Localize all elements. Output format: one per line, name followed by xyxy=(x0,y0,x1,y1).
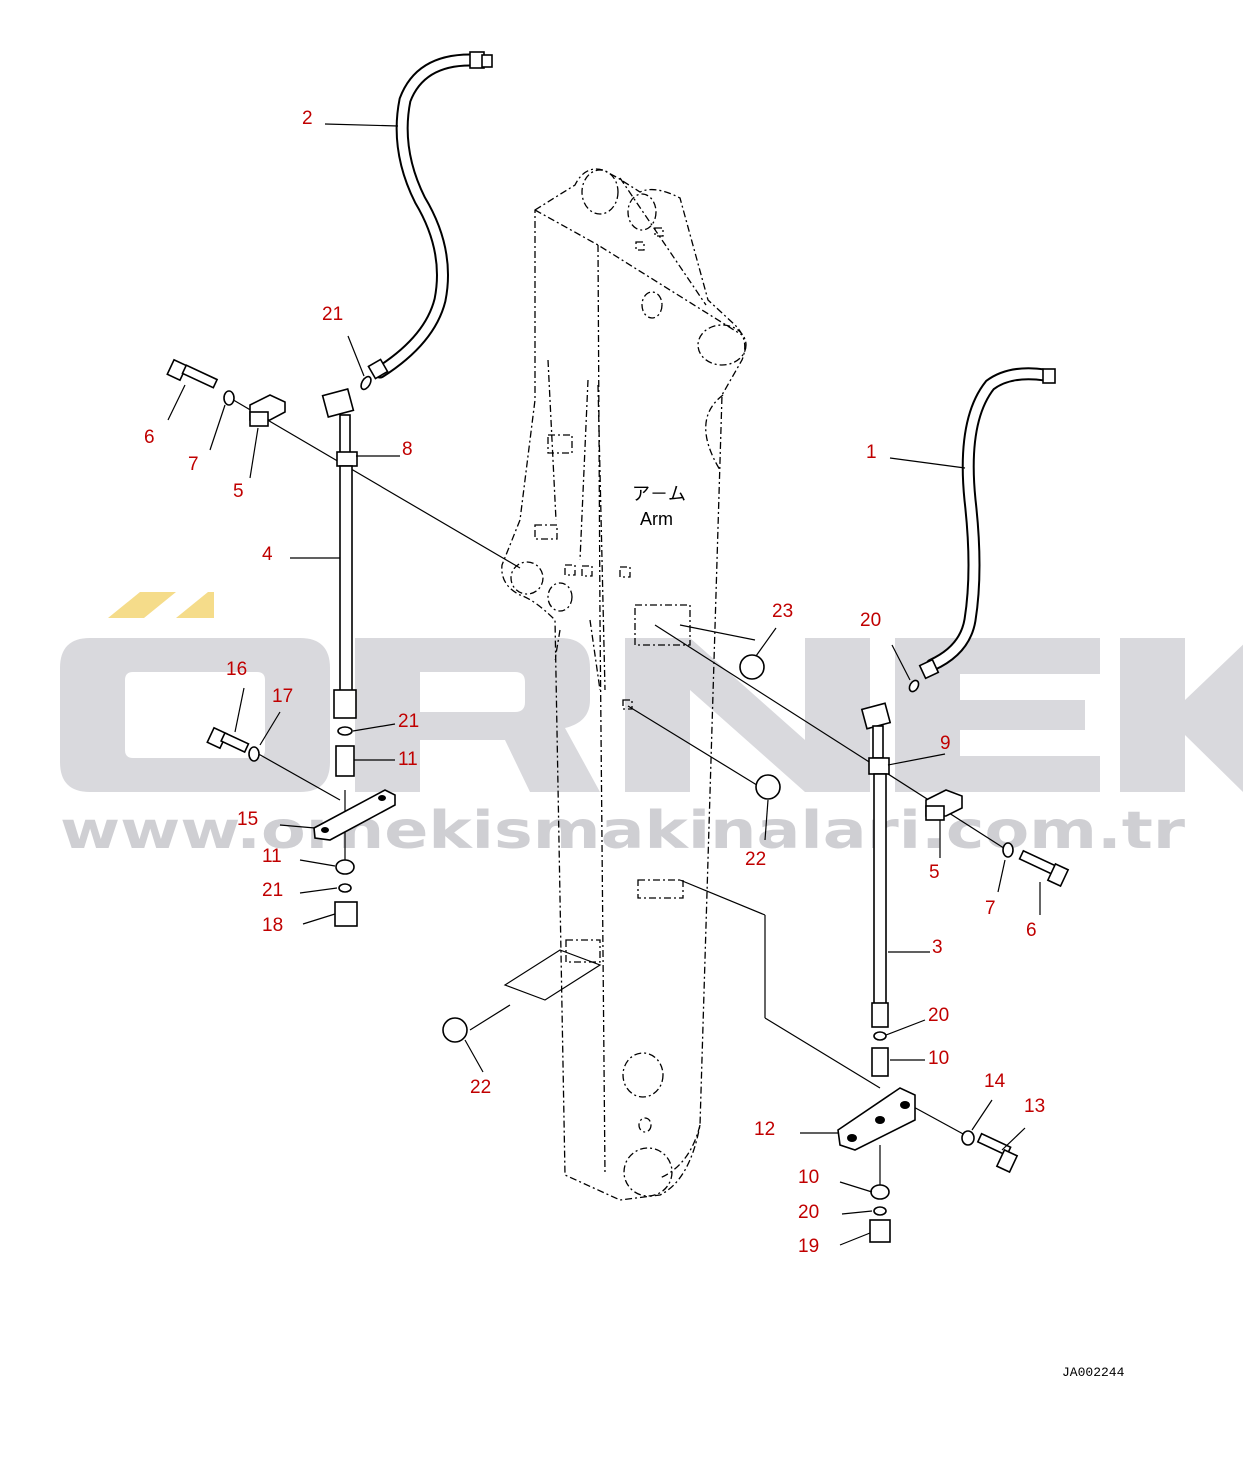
callout-7: 7 xyxy=(188,454,199,475)
watermark-url: www.ornekismakinalari.com.tr xyxy=(60,801,1185,861)
callout-13: 13 xyxy=(1024,1096,1045,1117)
callout-10: 10 xyxy=(928,1048,949,1069)
callout-5: 5 xyxy=(929,862,940,883)
callout-8: 8 xyxy=(402,439,413,460)
callout-9: 9 xyxy=(940,733,951,754)
callout-21: 21 xyxy=(322,304,343,325)
right-fasteners xyxy=(837,679,1070,1243)
callout-21: 21 xyxy=(262,880,283,901)
callout-14: 14 xyxy=(984,1071,1006,1092)
callout-7: 7 xyxy=(985,898,996,919)
hose-2 xyxy=(367,51,493,380)
callout-2: 2 xyxy=(302,108,313,129)
callout-3: 3 xyxy=(932,937,943,958)
callout-6: 6 xyxy=(144,427,155,448)
arm-label-en: Arm xyxy=(640,509,673,529)
watermark-letter-e xyxy=(895,638,1100,792)
callout-10: 10 xyxy=(798,1167,819,1188)
arm-body: ア－ム Arm xyxy=(501,168,747,1201)
callout-15: 15 xyxy=(237,809,258,830)
grommets xyxy=(442,654,781,1043)
callout-5: 5 xyxy=(233,481,244,502)
watermark-accent-right xyxy=(176,592,214,618)
callout-17: 17 xyxy=(272,686,293,707)
callout-22: 22 xyxy=(470,1077,491,1098)
watermark-letter-k xyxy=(1120,638,1243,792)
callout-4: 4 xyxy=(262,544,273,565)
drawing-code: JA002244 xyxy=(1062,1365,1125,1380)
callout-6: 6 xyxy=(1026,920,1037,941)
callout-22: 22 xyxy=(745,849,766,870)
callout-labels: 2 21 6 7 5 8 4 1 23 20 16 17 21 11 9 15 … xyxy=(144,108,1045,1257)
left-fasteners xyxy=(166,358,396,927)
watermark: www.ornekismakinalari.com.tr xyxy=(60,592,1243,861)
callout-19: 19 xyxy=(798,1236,819,1257)
callout-1: 1 xyxy=(866,442,877,463)
tube-3 xyxy=(860,702,892,1028)
callout-20: 20 xyxy=(860,610,881,631)
callout-18: 18 xyxy=(262,915,283,936)
callout-20: 20 xyxy=(798,1202,819,1223)
callout-11: 11 xyxy=(398,749,418,770)
hose-1 xyxy=(918,367,1056,680)
callout-leaders xyxy=(167,123,1041,1246)
watermark-letter-n xyxy=(625,638,870,792)
callout-12: 12 xyxy=(754,1119,775,1140)
watermark-accent-left xyxy=(108,592,176,618)
watermark-letter-o xyxy=(60,638,330,792)
callout-23: 23 xyxy=(772,601,793,622)
callout-16: 16 xyxy=(226,659,247,680)
callout-11: 11 xyxy=(262,846,282,867)
watermark-letter-r xyxy=(355,638,600,792)
tube-4 xyxy=(321,388,358,719)
callout-21: 21 xyxy=(398,711,419,732)
arm-label-jp: ア－ム xyxy=(632,484,686,504)
callout-20: 20 xyxy=(928,1005,949,1026)
